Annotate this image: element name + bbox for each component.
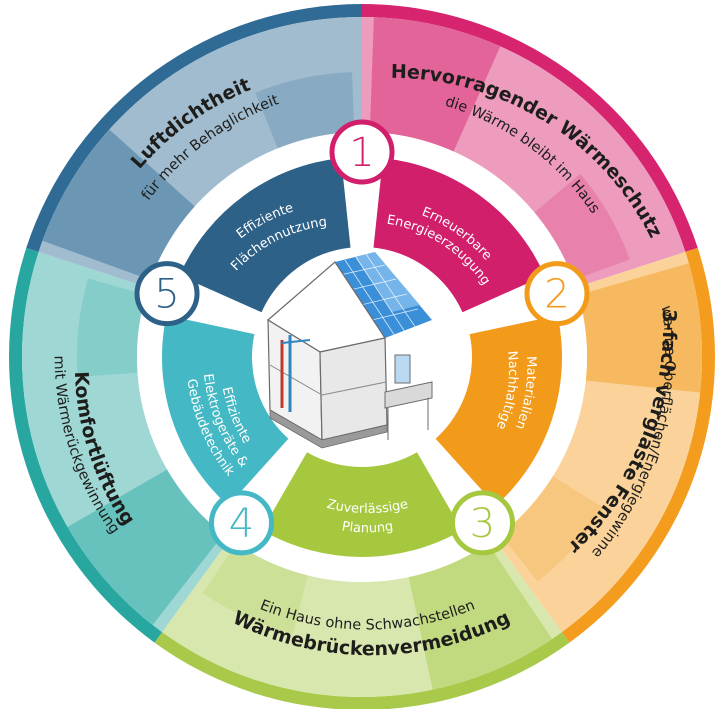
house-illustration [254,249,470,465]
outer-segment-3 [154,539,570,710]
outer-rim [9,247,163,643]
outer-patch [534,173,630,281]
outer-rim [561,247,716,643]
outer-patch [42,129,195,281]
outer-patch [67,469,224,625]
outer-segment-2 [494,247,716,643]
outer-patch [578,263,702,393]
number-badge-4: 4 [209,490,275,556]
number-text-5: 5 [154,272,179,318]
outer-rim [154,632,570,710]
house-balcony [384,381,433,409]
number-badge-3: 3 [449,490,515,556]
outer-rim [26,4,363,252]
inner-segment-4 [161,315,289,506]
inner-segment-3 [262,452,462,557]
inner-segment-2 [435,315,562,506]
outer-patch [500,476,604,582]
solar-roof-light [355,252,420,312]
outer-segment-5 [26,4,363,288]
number-badge-1: 1 [329,119,395,185]
outer-patch [77,278,146,377]
inner-label-3-1: Zuverlässige [325,497,409,517]
number-text-3: 3 [470,501,495,547]
outer-segment-4 [9,247,230,643]
outer-patch [255,72,355,149]
inner-segment-1 [373,158,545,313]
outer-rim [362,4,698,252]
house-foundation [269,409,388,449]
number-badge-2: 2 [524,261,590,327]
number-badge-5: 5 [134,261,200,327]
outer-segment-1 [362,4,698,288]
number-text-1: 1 [349,130,374,176]
outer-patch [408,543,553,690]
solar-grid [339,253,419,337]
inner-label-3-2: Planung [341,519,394,536]
outer-patch [202,543,308,634]
outer-patch [369,17,501,152]
inner-segment-5 [179,158,351,313]
inner-ring: ErneuerbareEnergieerzeugungNachhaltigeMa… [134,119,590,557]
house-window [394,354,411,384]
number-text-4: 4 [229,501,254,547]
number-text-2: 2 [544,272,569,318]
